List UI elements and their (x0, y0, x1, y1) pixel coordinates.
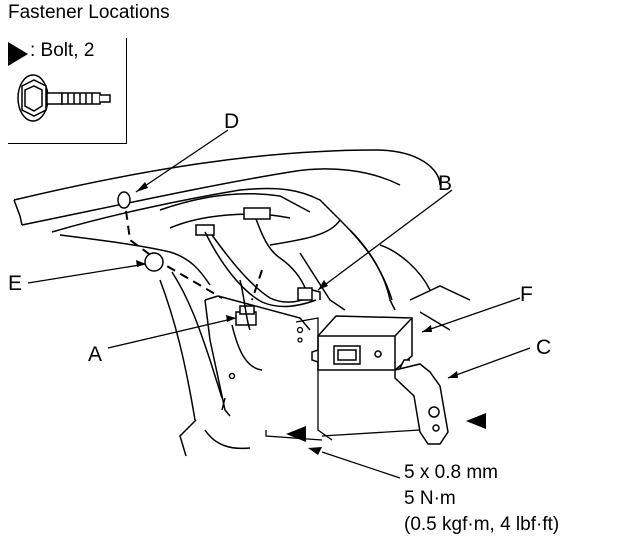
torque-spec-nm: 5 N·m (404, 488, 456, 509)
clip-d (117, 191, 131, 209)
callout-b: B (438, 172, 453, 195)
unit-f (311, 315, 413, 371)
torque-spec-size: 5 x 0.8 mm (404, 462, 498, 483)
callout-d: D (224, 110, 240, 133)
callout-a: A (88, 343, 103, 366)
torque-spec-alt: (0.5 kgf·m, 4 lbf·ft) (404, 514, 560, 535)
leader-arrowheads (136, 182, 458, 455)
callout-e: E (8, 272, 23, 295)
leader-lines (27, 129, 531, 479)
bracket-assembly (195, 207, 321, 417)
dashed-routing-lines (123, 195, 263, 301)
bracket-c (394, 359, 449, 445)
legend-box (8, 38, 127, 144)
callout-f: F (520, 283, 533, 306)
bolt-icon (17, 74, 111, 122)
legend-label: : Bolt, 2 (30, 40, 95, 61)
clip-e-circle (144, 252, 164, 272)
triangle-marker-icon (8, 42, 28, 66)
bolt-marker-1 (286, 426, 306, 442)
diagram-title: Fastener Locations (8, 2, 170, 23)
callout-c: C (536, 336, 552, 359)
bolt-marker-2 (466, 413, 486, 429)
